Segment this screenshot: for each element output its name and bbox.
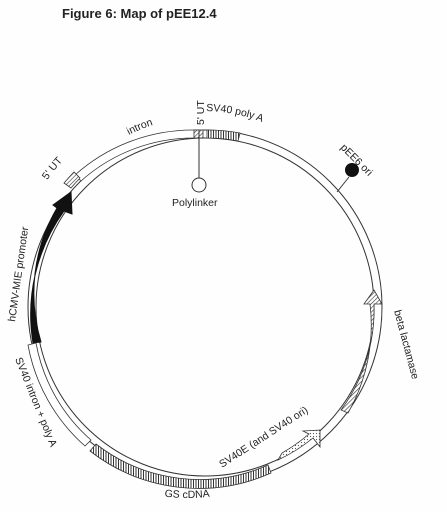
sv40e-label: SV40E (and SV40 ori) xyxy=(217,404,310,470)
five-ut-top-label: 5' UT xyxy=(195,100,207,125)
five-ut-left-segment xyxy=(63,171,81,189)
five-ut-left-label: 5' UT xyxy=(40,154,65,182)
sv40-poly-a-label: SV40 poly A xyxy=(206,102,265,125)
beta-lactamase-arrow xyxy=(340,289,383,414)
pee6-ori-marker xyxy=(345,163,359,177)
hcmv-promoter-arrow xyxy=(30,191,73,344)
intron-region xyxy=(74,129,197,182)
sv40-intron-polya-region xyxy=(27,342,92,447)
intron-label: intron xyxy=(125,116,154,137)
polylinker-marker xyxy=(191,177,207,193)
sv40-poly-a-segment xyxy=(206,129,241,142)
polylinker-label: Polylinker xyxy=(172,197,218,209)
sv40e-arrow xyxy=(277,429,321,461)
pee6-ori-stem xyxy=(336,176,350,193)
gs-cdna-label: GS cDNA xyxy=(164,488,210,501)
gs-cdna-segment xyxy=(89,443,272,489)
beta-lactamase-label: beta lactamase xyxy=(391,309,421,381)
figure-title: Figure 6: Map of pEE12.4 xyxy=(62,6,217,21)
